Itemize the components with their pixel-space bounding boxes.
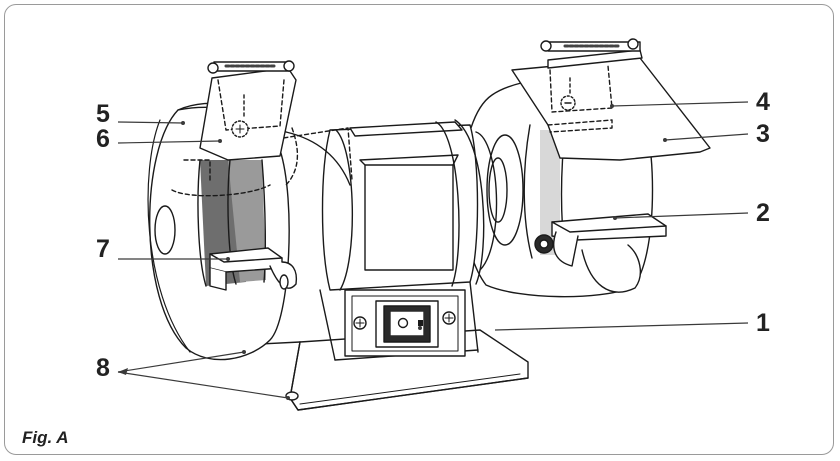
right-eye-shield — [511, 38, 711, 161]
figure-caption: Fig. A — [22, 428, 69, 447]
leader-4 — [611, 101, 749, 107]
motor-housing — [321, 119, 498, 291]
leader-8b — [117, 371, 289, 399]
callout-4: 4 — [756, 88, 770, 116]
callout-6: 6 — [96, 125, 110, 153]
leader-lines — [117, 101, 749, 399]
on-off-switch — [353, 300, 456, 348]
callout-1: 1 — [756, 309, 770, 337]
leader-6 — [117, 140, 221, 144]
leader-5 — [117, 121, 184, 124]
right-tool-rest — [534, 213, 667, 267]
callout-3: 3 — [756, 120, 770, 148]
left-tool-rest — [209, 247, 298, 291]
left-eye-shield — [199, 60, 297, 161]
leader-1 — [494, 322, 749, 331]
leader-2 — [614, 212, 749, 219]
leader-3 — [664, 133, 749, 141]
callout-8: 8 — [96, 354, 110, 382]
leader-8a — [117, 351, 245, 373]
callout-7: 7 — [96, 235, 110, 263]
callout-2: 2 — [756, 199, 770, 227]
callout-5: 5 — [96, 100, 110, 128]
